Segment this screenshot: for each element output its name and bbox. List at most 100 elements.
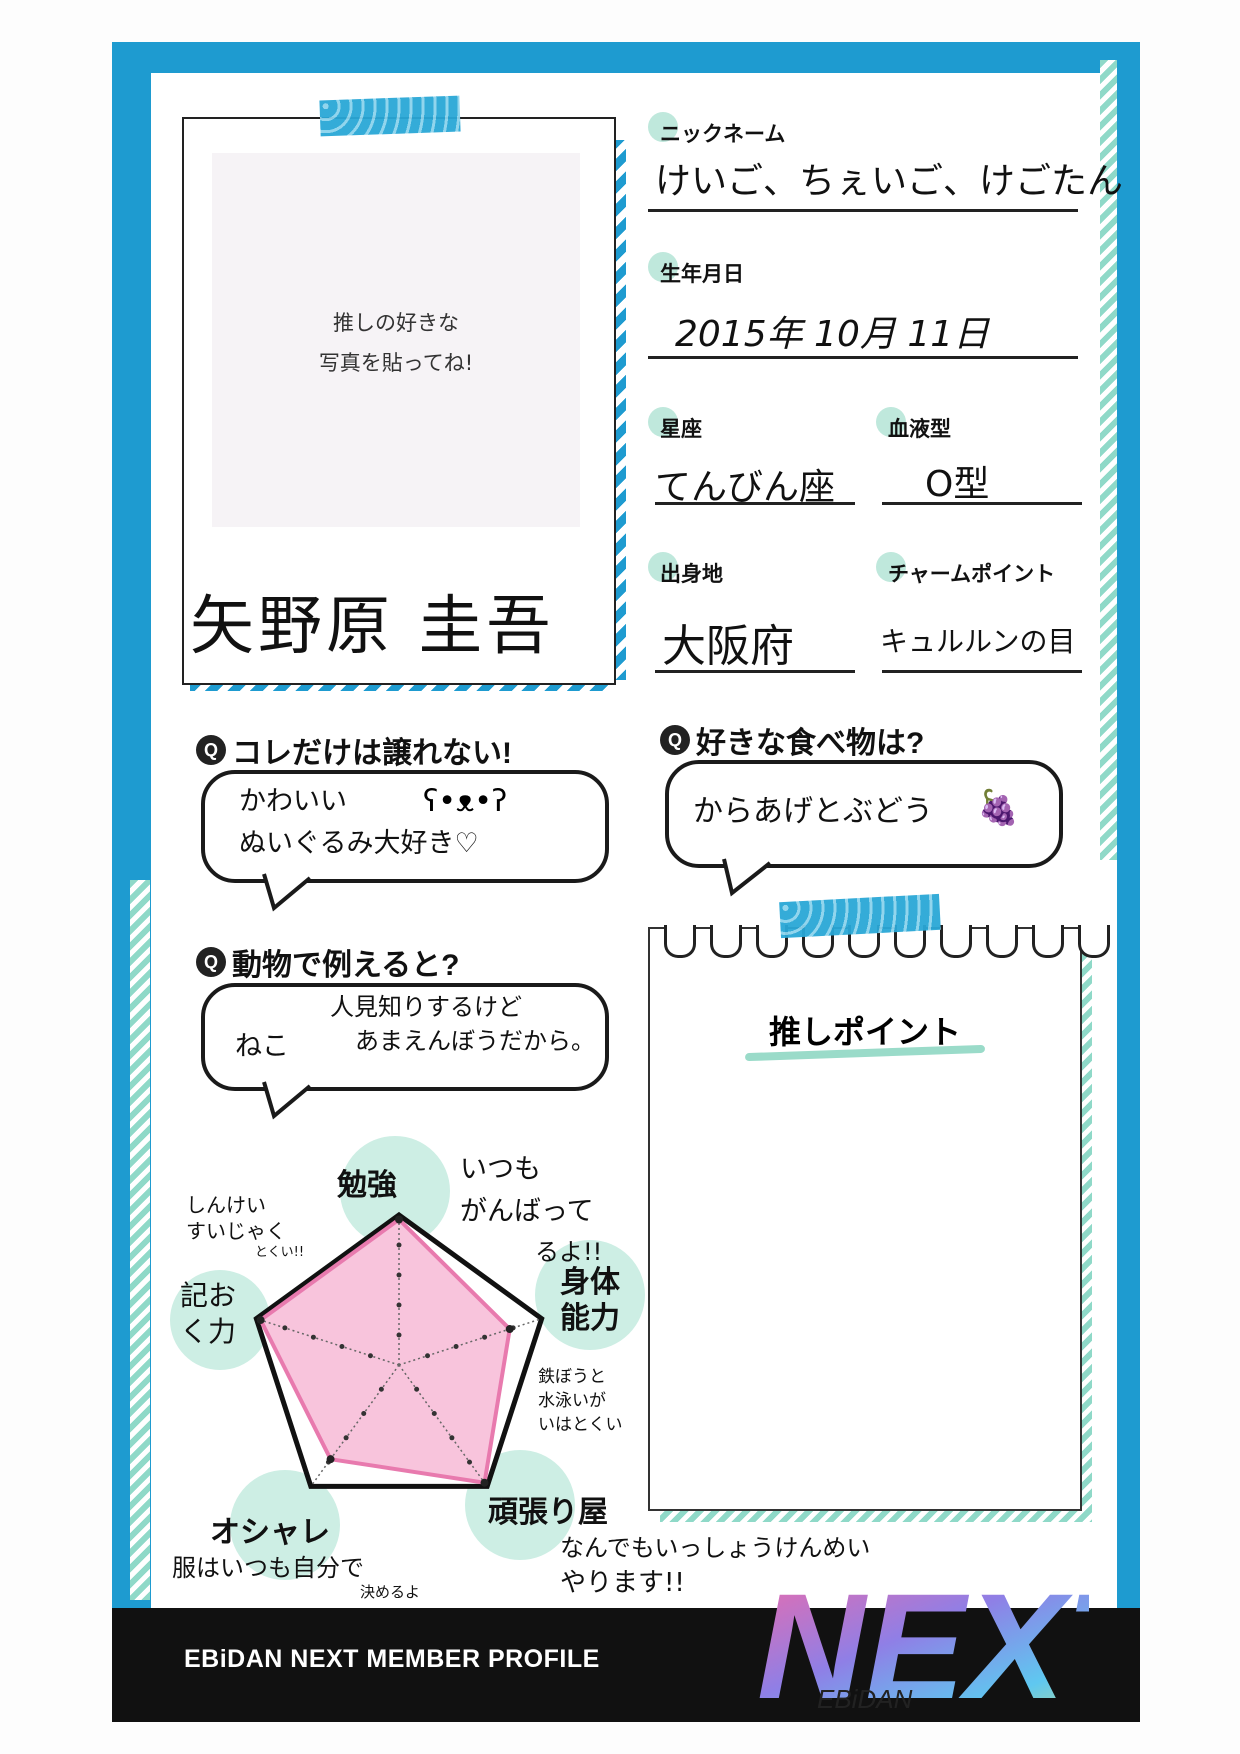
nickname-value: けいご、ちぇいご、けごたん [655,161,1124,202]
radar-tick [449,1435,455,1441]
axis-label-fashion: オシャレ [210,1516,330,1549]
comment-study-1: いつも [460,1154,541,1185]
divider [648,209,1078,212]
comment-memory-3: とくい!! [255,1245,305,1260]
answer-line1: かわいい [239,786,347,817]
animal-reason-line1: 人見知りするけど [330,993,522,1021]
hometown-value: 大阪府 [662,621,794,672]
comment-effort-2: やります!! [560,1568,685,1598]
ring [940,925,972,958]
radar-tick [361,1411,367,1417]
comment-physical-2: 水泳いが [538,1391,606,1411]
question-cant-give-up: Q コレだけは譲れない! [196,728,512,772]
radar-axis [398,1364,488,1487]
radar-tick [414,1386,420,1392]
memo-title: 推しポイント [768,1014,961,1050]
question-favorite-food: Q 好きな食べ物は? [660,718,924,762]
question-animal: Q 動物で例えると? [196,940,459,984]
comment-physical-1: 鉄ぼうと [538,1367,606,1387]
radar-tick [339,1343,345,1349]
radar-tick [378,1386,384,1392]
comment-fashion-2: 決めるよ [360,1583,421,1601]
birthday-value: 2015年 10月 11日 [675,314,990,355]
comment-fashion-1: 服はいつも自分で [172,1554,364,1582]
nickname-label: ニックネーム [647,112,785,148]
mint-stripe-right [1100,60,1117,860]
ring [710,925,742,958]
food-answer: からあげとぶどう [693,794,933,829]
hometown-label: 出身地 [648,552,723,588]
memo-paper: 推しポイント [648,925,1110,1511]
member-name: 矢野原 圭吾 [190,590,555,664]
axis-label-physical: 身体能力 [560,1266,620,1335]
charm-point-value: キュルルンの目 [880,625,1076,658]
blood-type-label: 血液型 [876,407,951,443]
photo-placeholder[interactable]: 推しの好きな 写真を貼ってね! [212,153,580,527]
footer-title: EBiDAN NEXT MEMBER PROFILE [184,1645,600,1673]
radar-tick [467,1459,473,1465]
comment-memory-2: すいじゃく [186,1219,286,1243]
speech-bubble: かわいい ʕ•ᴥ•ʔ ぬいぐるみ大好き♡ [201,770,609,883]
radar-axis [310,1364,400,1487]
q-mark-icon: Q [660,725,690,755]
blood-type-value: O型 [925,464,990,505]
radar-value-area [258,1216,512,1485]
bear-doodle-icon: ʕ•ᴥ•ʔ [423,784,508,819]
radar-point [326,1455,335,1464]
radar-tick [396,1332,402,1338]
divider [655,502,855,505]
radar-point [395,1215,403,1224]
radar-point [256,1316,265,1325]
q-mark-icon: Q [196,947,226,977]
grapes-doodle-icon: 🍇 [977,788,1020,828]
radar-tick [367,1353,373,1359]
axis-bg-circle [170,1270,270,1370]
radar-tick [282,1325,288,1331]
speech-bubble: からあげとぶどう 🍇 [665,760,1063,868]
comment-study-2: がんばって [460,1196,594,1227]
ring [1078,925,1110,958]
zodiac-value: てんびん座 [655,467,836,508]
mint-stripe-left [130,880,150,1600]
logo-text: NEXT [757,1562,1089,1716]
bubble-tail [262,1081,312,1120]
radar-axis [398,1317,542,1366]
divider [882,670,1082,673]
radar-point [480,1478,489,1487]
radar-tick [396,1302,402,1308]
photo-hint-line2: 写真を貼ってね! [318,351,474,375]
bubble-tail [262,873,312,912]
comment-study-3: るよ!! [535,1238,603,1266]
radar-tick [453,1343,459,1349]
comment-physical-3: いはとくい [538,1415,623,1435]
q-mark-icon: Q [196,735,226,765]
divider [655,670,855,673]
photo-stripe-bottom [190,683,610,691]
radar-tick [482,1334,488,1340]
ring [1032,925,1064,958]
answer-line2: ぬいぐるみ大好き♡ [239,828,479,859]
radar-tick [431,1411,437,1417]
animal-answer: ねこ [235,1031,289,1062]
divider [648,356,1078,359]
radar-tick [343,1435,349,1441]
question-title: 動物で例えると? [232,949,460,982]
animal-reason-line2: あまえんぼうだから。 [355,1027,595,1055]
question-title: コレだけは譲れない! [232,737,512,770]
next-logo: NEXT EBiDAN [737,1558,1168,1730]
footer-bar [112,1608,1140,1722]
logo-sub: EBiDAN [817,1684,913,1714]
axis-bg-circle [535,1240,645,1350]
next-logo-graphic: NEXT EBiDAN [757,1562,1168,1730]
radar-axis [256,1317,400,1366]
radar-tick [310,1334,316,1340]
radar-point [505,1325,514,1334]
photo-hint-line1: 推しの好きな [333,311,459,335]
question-title: 好きな食べ物は? [696,727,925,760]
divider [882,502,1082,505]
photo-frame: 推しの好きな 写真を貼ってね! 矢野原 圭吾 [182,117,616,685]
zodiac-label: 星座 [648,407,702,443]
ring [664,925,696,958]
ring [986,925,1018,958]
